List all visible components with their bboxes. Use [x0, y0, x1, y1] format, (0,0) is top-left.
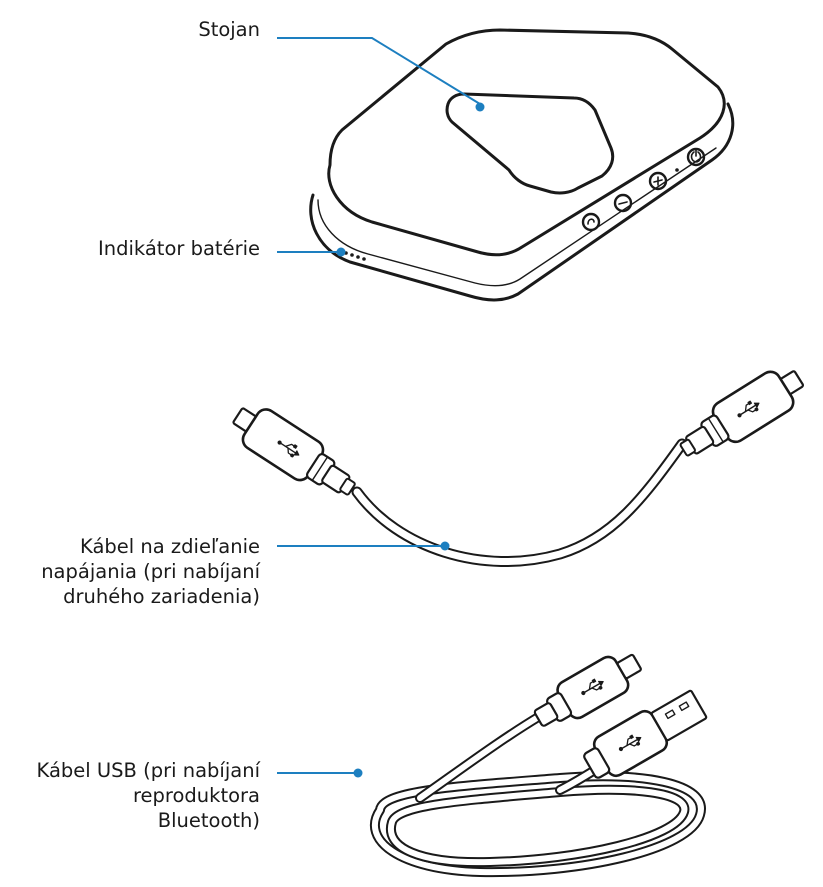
callout-label-power-sharing-cable: Kábel na zdieľanie napájania (pri nabíja…: [41, 534, 260, 609]
callout-line: Bluetooth): [157, 809, 260, 832]
callout-text-battery-indicator: Indikátor batérie: [98, 237, 260, 260]
callout-leaders: [277, 37, 481, 774]
device-buttons: [581, 147, 706, 232]
cable-coil: [369, 711, 706, 878]
callout-line: reproduktora: [132, 784, 260, 807]
callout-line: Kábel na zdieľanie: [80, 535, 260, 558]
battery-pack-device: [309, 28, 735, 302]
callout-label-usb-cable: Kábel USB (pri nabíjaní reproduktora Blu…: [37, 758, 260, 833]
callout-line: napájania (pri nabíjaní: [41, 560, 260, 583]
micro-usb-connector-right: [679, 370, 804, 457]
battery-indicator-leds: [344, 251, 366, 261]
callout-label-stand: Stojan: [198, 17, 260, 42]
callout-label-battery-indicator: Indikátor batérie: [98, 236, 260, 261]
power-sharing-cable: [232, 370, 804, 567]
callout-line: Kábel USB (pri nabíjaní: [36, 759, 260, 782]
usb-cable: [369, 653, 708, 878]
usb-a-connector: [583, 689, 708, 779]
callout-leader-dots: [336, 102, 485, 778]
micro-usb-connector-left: [232, 407, 356, 496]
callout-line: druhého zariadenia): [63, 585, 260, 608]
callout-text-stand: Stojan: [198, 18, 260, 41]
micro-usb-connector: [533, 653, 642, 727]
